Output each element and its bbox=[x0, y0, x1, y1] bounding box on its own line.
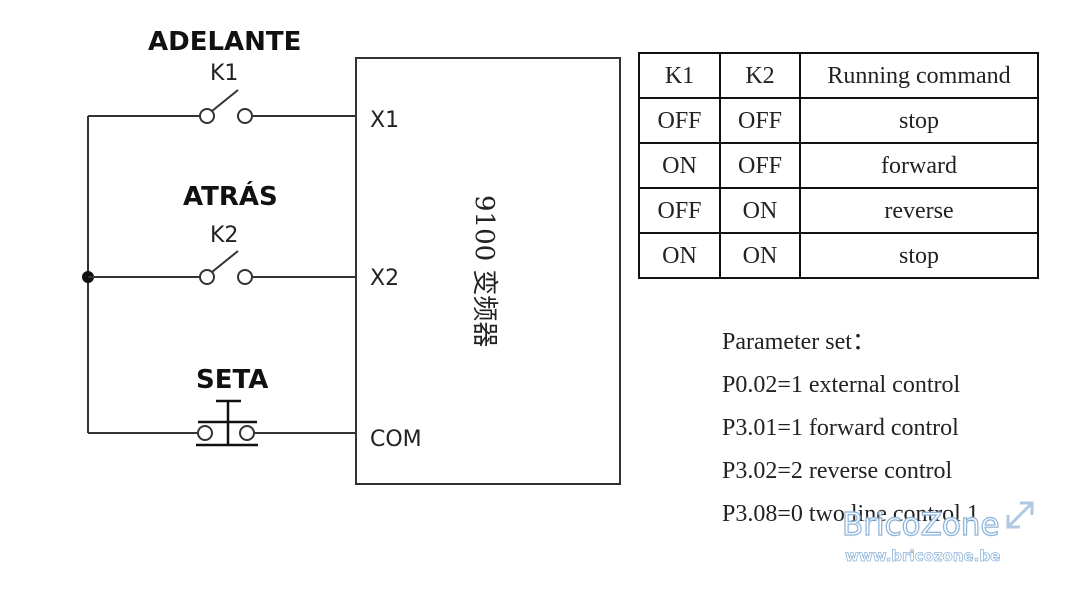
parameter-line: P3.08=0 two line control 1 bbox=[722, 501, 979, 527]
parameter-line: P3.01=1 forward control bbox=[722, 415, 959, 441]
pushbutton-seta bbox=[88, 399, 356, 447]
parameter-line: P0.02=1 external control bbox=[722, 372, 961, 398]
watermark: BricoZone www.bricozone.be bbox=[841, 501, 1042, 567]
watermark-url: www.bricozone.be bbox=[845, 547, 1001, 566]
terminal-x2: X2 bbox=[370, 266, 399, 291]
table-cell: OFF bbox=[638, 187, 721, 234]
table-row: ON ON stop bbox=[638, 232, 1039, 279]
running-command-table: K1 K2 Running command OFF OFF stop ON OF… bbox=[638, 52, 1039, 279]
table-header: Running command bbox=[799, 52, 1039, 99]
inverter-box bbox=[355, 57, 621, 485]
table-cell: OFF bbox=[719, 97, 801, 144]
table-cell: stop bbox=[799, 97, 1039, 144]
table-cell: ON bbox=[638, 142, 721, 189]
table-row: OFF ON reverse bbox=[638, 187, 1039, 234]
terminal-com: COM bbox=[370, 427, 422, 452]
pushbutton-seta-label: SETA bbox=[196, 365, 268, 395]
watermark-brand: BricoZone bbox=[841, 506, 1000, 543]
table-cell: OFF bbox=[638, 97, 721, 144]
parameter-set: Parameter set： P0.02=1 external control … bbox=[722, 324, 979, 539]
table-cell: OFF bbox=[719, 142, 801, 189]
table-cell: ON bbox=[638, 232, 721, 279]
switch-k1-label: ADELANTE bbox=[148, 27, 301, 57]
switch-k1 bbox=[88, 89, 356, 124]
table-cell: ON bbox=[719, 187, 801, 234]
table-header-row: K1 K2 Running command bbox=[638, 52, 1039, 99]
switch-k2 bbox=[88, 250, 356, 285]
table-cell: forward bbox=[799, 142, 1039, 189]
switch-k1-key: K1 bbox=[210, 61, 238, 86]
table-row: OFF OFF stop bbox=[638, 97, 1039, 144]
expand-arrow-icon bbox=[1006, 501, 1034, 529]
inverter-box-label: 9100 变频器 bbox=[469, 195, 499, 347]
terminal-x1: X1 bbox=[370, 108, 399, 133]
switch-k2-label: ATRÁS bbox=[183, 180, 278, 212]
table-header: K2 bbox=[719, 52, 801, 99]
table-row: ON OFF forward bbox=[638, 142, 1039, 189]
parameter-line: P3.02=2 reverse control bbox=[722, 458, 953, 484]
parameter-set-title: Parameter set： bbox=[722, 329, 876, 355]
table-cell: stop bbox=[799, 232, 1039, 279]
table-cell: reverse bbox=[799, 187, 1039, 234]
switch-k2-key: K2 bbox=[210, 223, 238, 248]
table-header: K1 bbox=[638, 52, 721, 99]
table-cell: ON bbox=[719, 232, 801, 279]
